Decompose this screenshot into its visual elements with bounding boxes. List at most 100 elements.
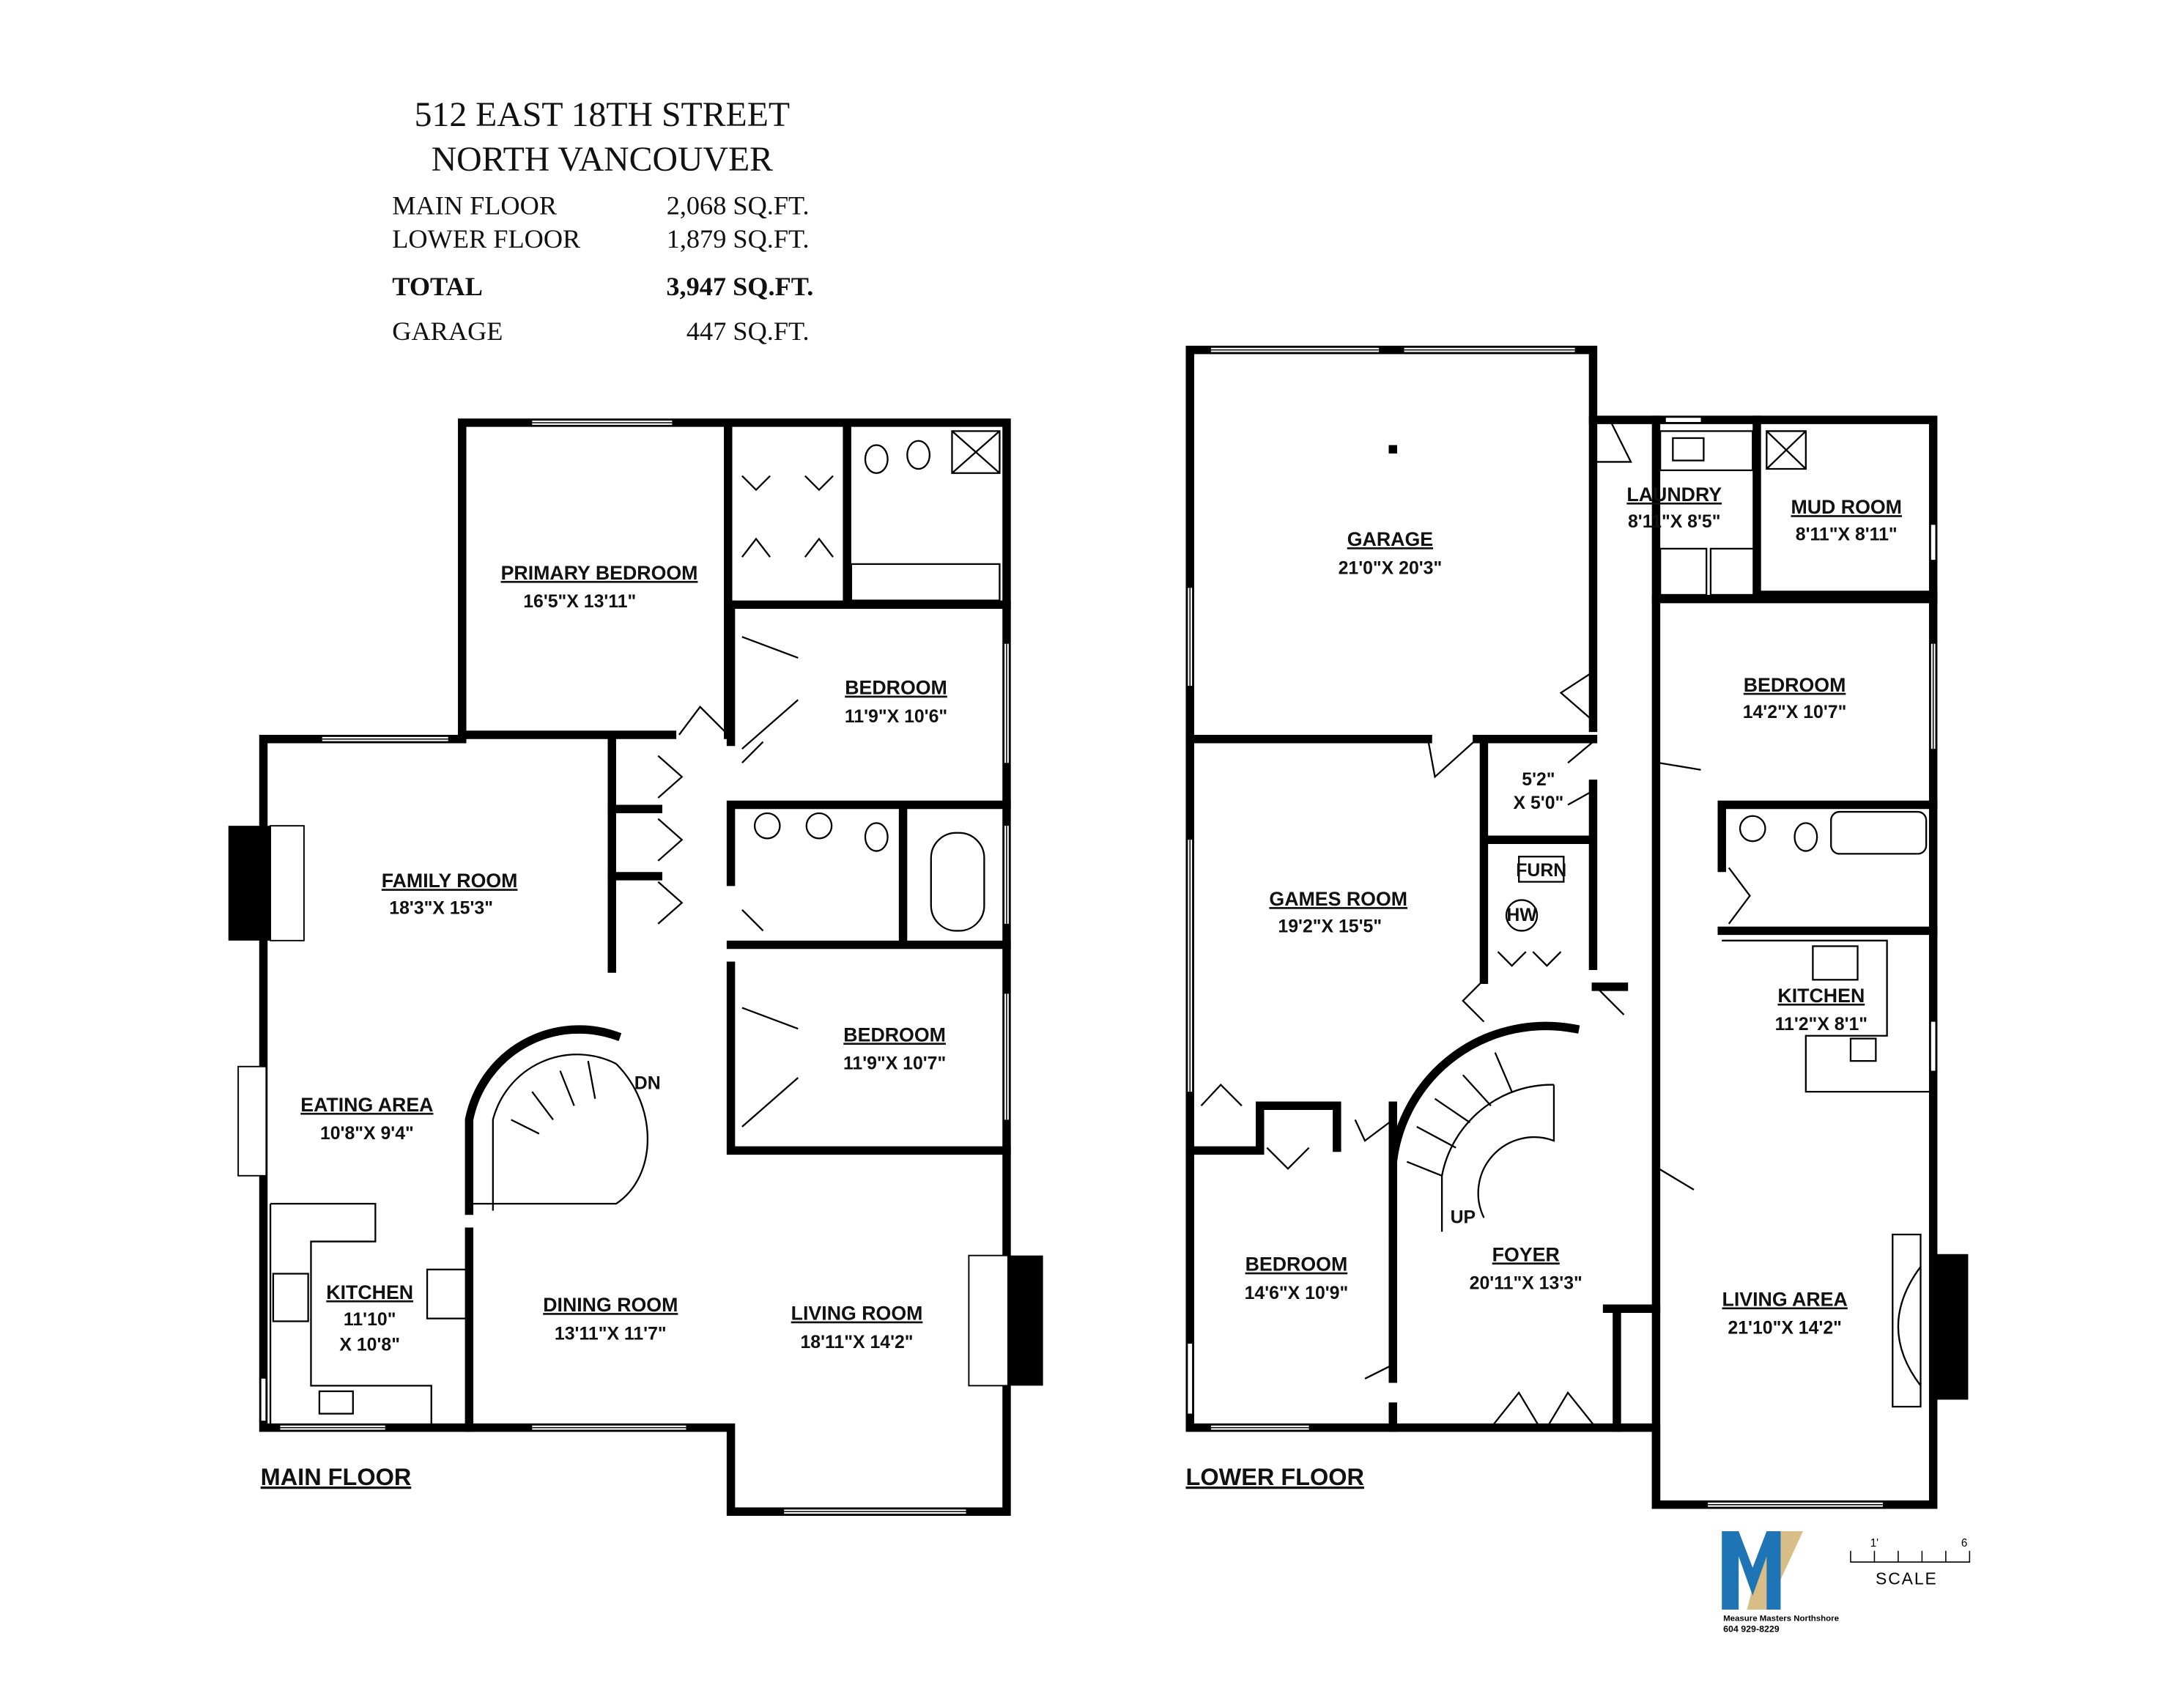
- room-label-family-room: FAMILY ROOM: [382, 870, 518, 892]
- eating-area-window-seat: [237, 1065, 267, 1177]
- toilet-icon: [864, 822, 889, 852]
- logo-m-glyph: [1722, 1531, 1781, 1610]
- bathtub-icon: [1830, 810, 1928, 855]
- sink-icon: [1739, 815, 1766, 843]
- room-label-dining-room: DINING ROOM: [543, 1294, 678, 1316]
- stair-up-label: UP: [1451, 1208, 1476, 1228]
- main-floor-windows: [261, 421, 1009, 1514]
- water-heater-label: HW: [1506, 906, 1537, 925]
- room-dims-games-room: 19'2"X 15'5": [1278, 917, 1382, 936]
- sink-icon: [753, 812, 781, 840]
- lower-floor-plan: FURN HW UP GARAGE 21'0"X 20'3" LAUNDRY 8…: [1185, 345, 1969, 1509]
- lower-floor-exterior-walls: [1185, 345, 1938, 1509]
- address-line-1: 512 EAST 18TH STREET: [415, 95, 790, 134]
- room-label-living-area: LIVING AREA: [1722, 1288, 1848, 1310]
- lower-floor-windows: [1188, 347, 1936, 1507]
- lower-floor-interior-walls: [1185, 415, 1938, 1509]
- room-dims-garage: 21'0"X 20'3": [1339, 558, 1443, 578]
- room-label-main-kitchen: KITCHEN: [326, 1281, 413, 1303]
- dryer-icon: [1709, 547, 1758, 596]
- room-dims-main-kitchen-2: X 10'8": [339, 1336, 400, 1355]
- room-label-garage: GARAGE: [1347, 528, 1433, 550]
- room-dims-main-kitchen: 11'10": [344, 1310, 396, 1330]
- living-room-hearth: [968, 1254, 1009, 1387]
- room-label-foyer: FOYER: [1492, 1243, 1560, 1265]
- scale-end-label: 6: [1961, 1537, 1968, 1550]
- water-heater-icon: [1505, 899, 1539, 932]
- closet-dims-2: X 5'0": [1514, 793, 1564, 813]
- room-label-lower-kitchen: KITCHEN: [1777, 985, 1865, 1007]
- laundry-counter: [1659, 430, 1754, 472]
- room-dims-eating-area: 10'8"X 9'4": [320, 1124, 414, 1144]
- room-dims-lower-bedroom-2: 14'6"X 10'9": [1245, 1284, 1349, 1303]
- living-area-hearth: [1892, 1233, 1922, 1408]
- shower-icon: [951, 430, 1001, 474]
- room-dims-dining-room: 13'11"X 11'7": [555, 1324, 667, 1344]
- area-value-total: 3,947 SQ.FT.: [666, 272, 813, 301]
- room-dims-lower-bedroom-1: 14'2"X 10'7": [1743, 703, 1847, 722]
- area-label-main: MAIN FLOOR: [392, 190, 558, 220]
- lower-staircase: UP: [1388, 1021, 1580, 1236]
- room-label-primary-bedroom: PRIMARY BEDROOM: [501, 562, 698, 584]
- main-floor-title: MAIN FLOOR: [261, 1464, 412, 1490]
- room-label-lower-bedroom-2: BEDROOM: [1245, 1254, 1348, 1276]
- area-label-total: TOTAL: [392, 272, 483, 301]
- measure-masters-logo: Measure Masters Northshore 604 929-8229: [1722, 1531, 1839, 1635]
- scale-label: SCALE: [1876, 1569, 1938, 1588]
- header: 512 EAST 18TH STREET NORTH VANCOUVER MAI…: [392, 95, 813, 346]
- furnace-icon: [1518, 856, 1565, 883]
- room-label-laundry: LAUNDRY: [1626, 484, 1722, 506]
- sink-icon: [805, 812, 833, 840]
- area-label-lower: LOWER FLOOR: [392, 224, 581, 253]
- lower-kitchen-counter: [1722, 939, 1929, 1093]
- room-label-mud-room: MUD ROOM: [1791, 496, 1901, 518]
- mudroom-shower-icon: [1766, 430, 1807, 470]
- main-floor-interior-walls: [458, 422, 1011, 1432]
- scale-start-label: 1': [1870, 1537, 1878, 1550]
- garage-post: [1388, 445, 1397, 454]
- area-label-garage: GARAGE: [392, 316, 503, 346]
- laundry-sink-icon: [1672, 437, 1705, 462]
- room-dims-primary-bedroom: 16'5"X 13'11": [523, 592, 636, 612]
- room-dims-lower-kitchen: 11'2"X 8'1": [1775, 1015, 1867, 1034]
- room-label-games-room: GAMES ROOM: [1269, 888, 1407, 910]
- living-area-fireplace: [1931, 1254, 1969, 1400]
- address-line-2: NORTH VANCOUVER: [432, 140, 773, 179]
- family-room-fireplace: [228, 826, 271, 941]
- closet-dims: 5'2": [1522, 770, 1555, 790]
- room-dims-bedroom-2: 11'9"X 10'7": [843, 1054, 946, 1074]
- room-dims-bedroom-1: 11'9"X 10'6": [845, 707, 947, 727]
- room-label-lower-bedroom-1: BEDROOM: [1744, 674, 1846, 696]
- furnace-label: FURN: [1516, 861, 1566, 881]
- area-value-lower: 1,879 SQ.FT.: [667, 224, 810, 253]
- room-dims-mud-room: 8'11"X 8'11": [1796, 525, 1898, 544]
- vanity-icon: [850, 563, 1001, 601]
- main-kitchen-stove-icon: [272, 1273, 309, 1322]
- room-dims-family-room: 18'3"X 15'3": [389, 899, 493, 919]
- living-room-fireplace: [1007, 1255, 1043, 1386]
- room-dims-laundry: 8'11"X 8'5": [1628, 512, 1720, 532]
- main-floor-doors: [657, 475, 834, 1128]
- room-label-bedroom-1: BEDROOM: [845, 677, 947, 699]
- room-dims-foyer: 20'11"X 13'3": [1470, 1274, 1583, 1294]
- toilet-icon: [864, 444, 889, 474]
- bathtub-icon: [930, 832, 985, 932]
- stair-down-label: DN: [634, 1073, 661, 1093]
- lower-floor-title: LOWER FLOOR: [1185, 1464, 1363, 1490]
- logo-phone: 604 929-8229: [1723, 1624, 1780, 1635]
- lower-floor-doors: [1200, 419, 1751, 1429]
- toilet-icon: [1794, 822, 1818, 852]
- bidet-icon: [906, 440, 931, 470]
- main-staircase: DN: [464, 1025, 661, 1215]
- scale-bar: 1' 6 SCALE: [1850, 1537, 1971, 1588]
- lower-kitchen-stove-icon: [1812, 945, 1859, 981]
- room-label-eating-area: EATING AREA: [300, 1094, 433, 1116]
- room-label-bedroom-2: BEDROOM: [843, 1023, 946, 1045]
- washer-icon: [1659, 547, 1708, 596]
- main-kitchen-fridge-icon: [426, 1268, 467, 1319]
- main-kitchen-sink-icon: [318, 1390, 354, 1415]
- room-label-living-room: LIVING ROOM: [791, 1303, 923, 1325]
- area-value-main: 2,068 SQ.FT.: [667, 190, 810, 220]
